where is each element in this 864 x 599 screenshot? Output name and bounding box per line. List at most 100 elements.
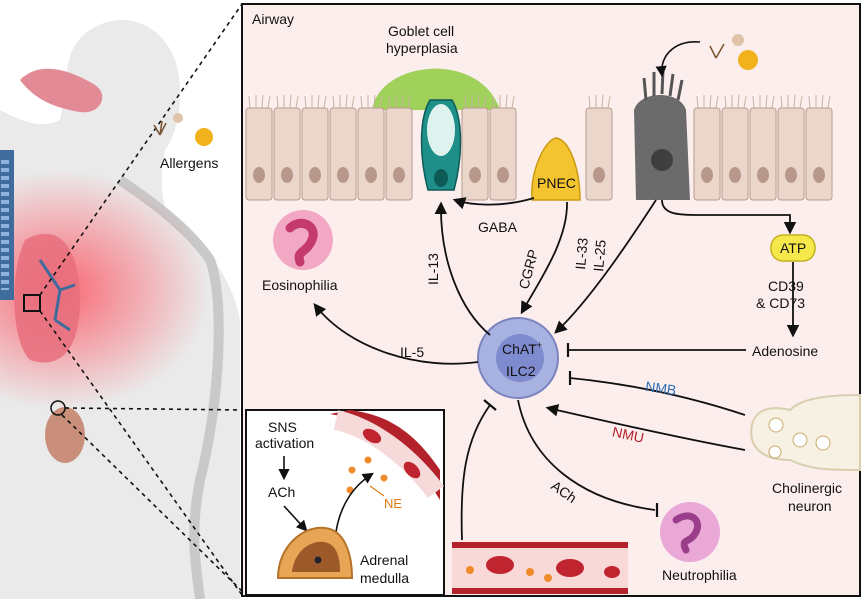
il5-label: IL-5 xyxy=(400,344,424,360)
cilia xyxy=(464,94,487,109)
pnec-label: PNEC xyxy=(537,175,576,191)
inset-ne-label: NE xyxy=(384,496,402,511)
cilia xyxy=(780,94,803,109)
cell-nucleus xyxy=(253,167,265,183)
epithelial-cell xyxy=(489,107,517,201)
atp-node: ATP xyxy=(661,199,816,262)
adenosine-inhibit xyxy=(566,343,746,357)
epithelial-layer xyxy=(245,94,833,201)
cilia xyxy=(248,94,271,109)
cilia xyxy=(360,94,383,109)
cell-nucleus xyxy=(593,167,605,183)
cilia xyxy=(588,94,611,109)
cilia xyxy=(492,94,515,109)
cell-nucleus xyxy=(757,167,769,183)
allergens-icon xyxy=(153,113,213,146)
cd39-label-line1: CD39 xyxy=(768,278,804,294)
atp-label: ATP xyxy=(780,240,806,256)
ilc2-cell xyxy=(477,317,559,399)
epithelial-cell xyxy=(693,107,721,201)
inset-adrenal-line1: Adrenal xyxy=(360,552,408,568)
cell-nucleus xyxy=(281,167,293,183)
epithelial-cell xyxy=(329,107,357,201)
allergens-label: Allergens xyxy=(160,155,218,171)
cilia xyxy=(752,94,775,109)
cell-nucleus xyxy=(337,167,349,183)
vessel-inhibit xyxy=(460,399,497,541)
cell-nucleus xyxy=(393,167,405,183)
il5-arrow xyxy=(313,303,479,365)
cd39-label-line2: & CD73 xyxy=(756,295,805,311)
il13-arrow xyxy=(434,201,491,336)
il25-label: IL-25 xyxy=(590,239,609,272)
epithelial-cell xyxy=(585,107,613,201)
panel-title: Airway xyxy=(252,11,294,27)
pnec-cell xyxy=(531,137,581,201)
cholinergic-neuron xyxy=(750,393,861,472)
damaged-epithelial-cell xyxy=(634,69,690,200)
epithelial-cell xyxy=(749,107,777,201)
inset-vessel xyxy=(330,410,444,500)
epithelial-cell xyxy=(301,107,329,201)
il13-label: IL-13 xyxy=(425,253,441,285)
cell-nucleus xyxy=(469,167,481,183)
cilia xyxy=(304,94,327,109)
cgrp-arrow xyxy=(520,201,568,315)
il33-il25-arrow xyxy=(554,199,657,334)
cell-nucleus xyxy=(497,167,509,183)
il33-label: IL-33 xyxy=(572,237,591,270)
gaba-arrow xyxy=(452,197,535,210)
epithelial-cell xyxy=(461,107,489,201)
eosinophil-cell xyxy=(273,210,333,270)
cilia xyxy=(388,94,411,109)
lung-zoom-box xyxy=(23,294,41,312)
allergens-top-icon xyxy=(655,34,758,78)
inset-sns-line1: SNS xyxy=(268,419,297,435)
cell-nucleus xyxy=(813,167,825,183)
epithelial-cell xyxy=(357,107,385,201)
cilia xyxy=(696,94,719,109)
cilia xyxy=(724,94,747,109)
epithelial-cell xyxy=(273,107,301,201)
goblet-label-line2: hyperplasia xyxy=(386,40,458,56)
goblet-label-line1: Goblet cell xyxy=(388,23,454,39)
adenosine-label: Adenosine xyxy=(752,343,818,359)
epithelial-cell xyxy=(721,107,749,201)
adrenal-gland xyxy=(276,526,354,579)
inset-ach-label: ACh xyxy=(268,484,295,500)
cell-nucleus xyxy=(365,167,377,183)
epithelial-cell xyxy=(245,107,273,201)
cell-nucleus xyxy=(785,167,797,183)
epithelial-cell xyxy=(385,107,413,201)
epithelial-cell xyxy=(805,107,833,201)
cholinergic-label-line1: Cholinergic xyxy=(772,480,842,496)
gaba-label: GABA xyxy=(478,219,518,235)
goblet-cell xyxy=(420,99,462,191)
epithelial-cell xyxy=(777,107,805,201)
nmb-label: NMB xyxy=(644,378,677,398)
cilia xyxy=(808,94,831,109)
cell-nucleus xyxy=(309,167,321,183)
nmu-arrow xyxy=(545,404,746,451)
ilc2-label-line1: ChAT+ xyxy=(502,340,542,357)
cilia xyxy=(276,94,299,109)
cholinergic-label-line2: neuron xyxy=(788,498,832,514)
inset-adrenal-line2: medulla xyxy=(360,570,409,586)
neutrophil-cell xyxy=(660,502,720,562)
goblet-mucus xyxy=(372,68,500,110)
cell-nucleus xyxy=(701,167,713,183)
cilia xyxy=(332,94,355,109)
cell-nucleus xyxy=(729,167,741,183)
human-body-illustration xyxy=(0,20,240,599)
ilc2-label-line2: ILC2 xyxy=(506,363,536,379)
zoom-lines xyxy=(39,3,247,596)
nmb-inhibit xyxy=(568,371,746,416)
blood-vessel xyxy=(452,542,628,594)
neutrophilia-label: Neutrophilia xyxy=(662,567,737,583)
inset-sns-line2: activation xyxy=(255,435,314,451)
nmu-label: NMU xyxy=(611,423,646,445)
eosinophilia-label: Eosinophilia xyxy=(262,277,338,293)
ach-inhibit xyxy=(517,399,659,517)
